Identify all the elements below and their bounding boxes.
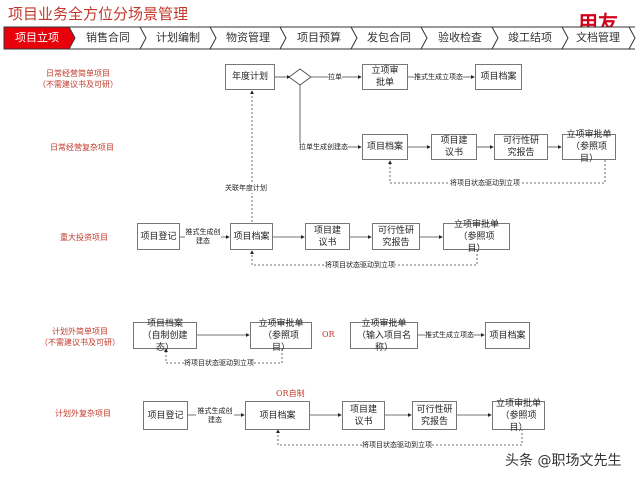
feedback-label: 将项目状态驱动到立项 — [325, 261, 395, 270]
tab-plan[interactable]: 计划编制 — [156, 31, 200, 44]
row-subtitle: （不需建议书及可研） — [40, 338, 120, 347]
row-subtitle: （不需建议书及可研） — [38, 80, 118, 89]
annual-plan-box: 年度计划 — [225, 64, 275, 90]
archive-box: 项目档案 — [230, 223, 273, 250]
tab-inspection[interactable]: 验收检查 — [438, 31, 482, 44]
process-tab-bar: 项目立项 销售合同 计划编制 物资管理 项目预算 发包合同 验收检查 竣工结项 … — [3, 26, 637, 50]
approval-box: 立项审批单（参照项目） — [492, 399, 545, 433]
pull-label: 拉单 — [328, 73, 342, 82]
row-label-unplanned-simple: 计划外简单项目 （不需建议书及可研） — [40, 326, 120, 348]
tab-subcontract[interactable]: 发包合同 — [367, 31, 411, 44]
push-label: 推式生成立项态 — [425, 331, 474, 340]
or-label: OR — [322, 330, 335, 339]
row-title: 日常经营简单项目 — [46, 69, 110, 78]
row-label-daily-simple: 日常经营简单项目 （不需建议书及可研） — [38, 68, 118, 90]
proposal-box: 项目建议书 — [305, 223, 350, 250]
archive-box: 项目档案 — [485, 322, 530, 349]
brand-logo: 用友 — [578, 11, 618, 27]
or-self-label: OR自制 — [276, 389, 305, 398]
watermark: 头条 @职场文先生 — [505, 453, 622, 469]
page-title: 项目业务全方位分场景管理 — [8, 5, 189, 23]
feasibility-box: 可行性研究报告 — [372, 223, 420, 250]
approval-box: 立项审批单（参照项目） — [562, 130, 616, 164]
register-box: 项目登记 — [137, 223, 180, 250]
archive-box: 项目档案 — [362, 134, 408, 160]
register-box: 项目登记 — [143, 401, 188, 430]
tab-completion[interactable]: 竣工结项 — [508, 31, 552, 44]
push-create-label: 推式生成创建态 — [196, 407, 234, 425]
archive-box: 项目档案 — [245, 401, 310, 430]
push-label: 推式生成立项态 — [414, 73, 463, 82]
tab-budget[interactable]: 项目预算 — [297, 31, 341, 44]
approval-input-box: 立项审批单（输入项目名称） — [350, 319, 418, 353]
link-annual-plan-label: 关联年度计划 — [225, 184, 267, 193]
row-label-unplanned-complex: 计划外复杂项目 — [55, 409, 111, 418]
feasibility-box: 可行性研究报告 — [494, 134, 548, 160]
feedback-label: 将项目状态驱动到立项 — [184, 359, 254, 368]
approval-box: 立项审批单 — [362, 64, 408, 90]
tab-documents[interactable]: 文档管理 — [576, 31, 620, 44]
tab-materials[interactable]: 物资管理 — [226, 31, 270, 44]
feedback-label: 将项目状态驱动到立项 — [450, 179, 520, 188]
feasibility-box: 可行性研究报告 — [412, 401, 457, 430]
tab-chevrons — [3, 26, 636, 50]
proposal-box: 项目建议书 — [431, 134, 477, 160]
row-label-daily-complex: 日常经营复杂项目 — [50, 143, 114, 152]
approval-box: 立项审批单（参照项目） — [250, 319, 312, 353]
tab-sales-contract[interactable]: 销售合同 — [86, 31, 130, 44]
row-label-major-investment: 重大投资项目 — [60, 233, 108, 242]
feedback-label: 将项目状态驱动到立项 — [362, 441, 432, 450]
pull-create-label: 拉单生成创建态 — [299, 143, 348, 152]
row-title: 计划外简单项目 — [52, 327, 108, 336]
archive-self-box: 项目档案（自制创建态） — [133, 319, 197, 353]
tab-project-initiation[interactable]: 项目立项 — [15, 31, 59, 44]
push-create-label: 推式生成创建态 — [185, 228, 221, 246]
archive-box: 项目档案 — [475, 64, 522, 90]
approval-box: 立项审批单（参照项目） — [443, 220, 510, 254]
proposal-box: 项目建议书 — [342, 401, 385, 430]
